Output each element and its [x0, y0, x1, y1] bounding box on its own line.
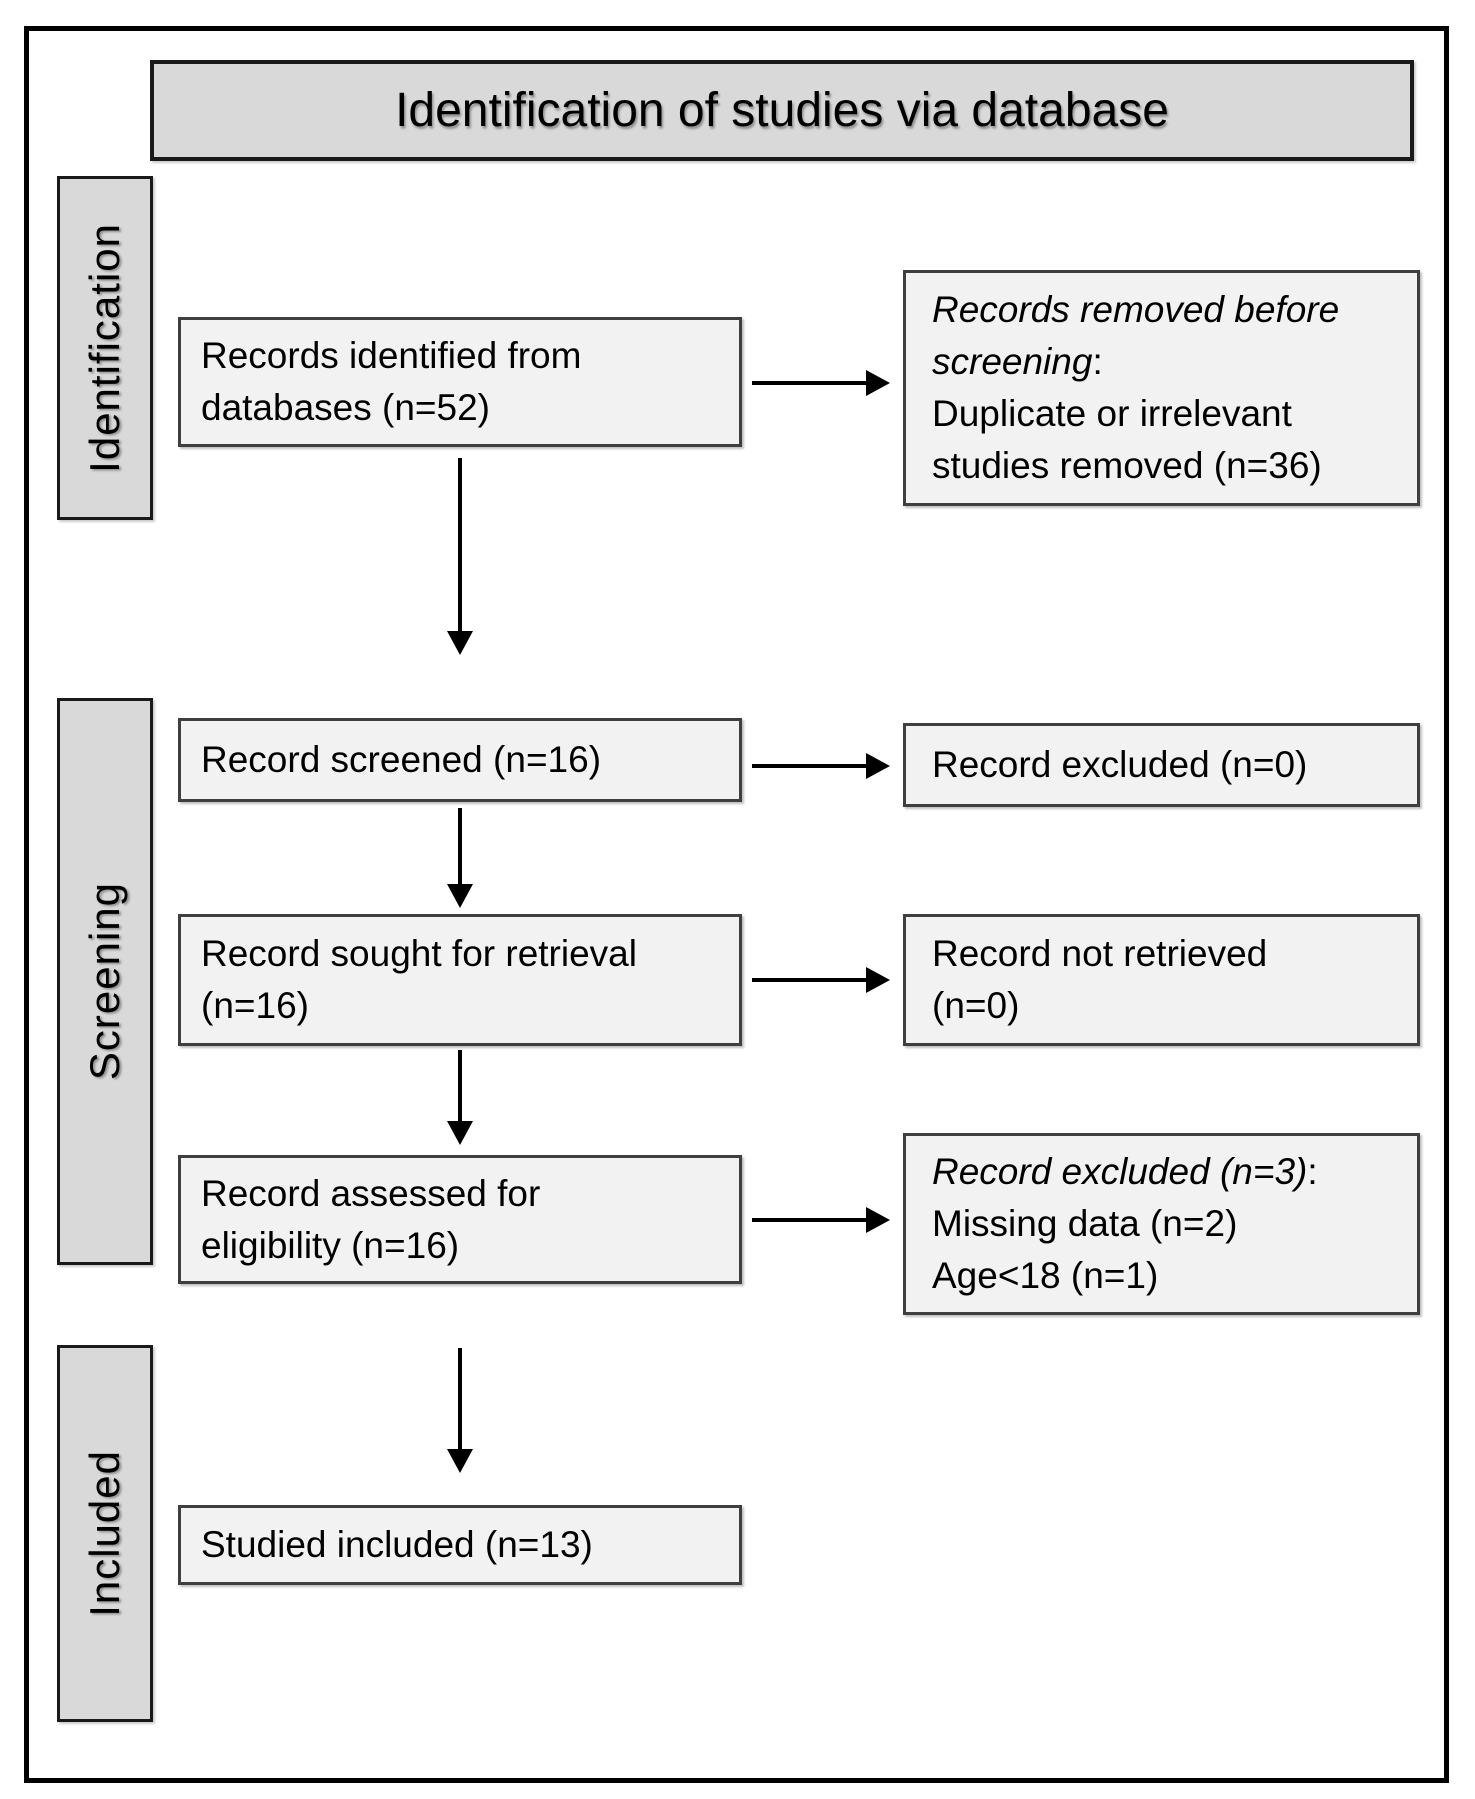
box-records-removed-text: Records removed before screening: Duplic…	[932, 289, 1340, 486]
arrow-right-icon	[752, 369, 890, 397]
arrow-right-icon	[752, 752, 890, 780]
box-records-excluded-eligibility: Record excluded (n=3): Missing data (n=2…	[903, 1133, 1420, 1315]
stage-band-screening: Screening	[57, 698, 153, 1265]
outer-border	[24, 26, 1449, 1783]
arrow-down-icon	[446, 458, 474, 655]
box-records-identified-text: Records identified from databases (n=52)	[201, 335, 582, 428]
arrow-right-icon	[752, 966, 890, 994]
stage-band-identification: Identification	[57, 176, 153, 520]
box-records-excluded-screening-text: Record excluded (n=0)	[932, 744, 1308, 785]
diagram-title-text: Identification of studies via database	[395, 84, 1169, 137]
box-records-removed-before-screening: Records removed before screening: Duplic…	[903, 270, 1420, 506]
box-records-sought: Record sought for retrieval (n=16)	[178, 914, 742, 1046]
box-records-assessed: Record assessed for eligibility (n=16)	[178, 1155, 742, 1284]
box-studies-included-text: Studied included (n=13)	[201, 1524, 593, 1565]
box-studies-included: Studied included (n=13)	[178, 1505, 742, 1585]
arrow-down-icon	[446, 1050, 474, 1145]
box-records-screened-text: Record screened (n=16)	[201, 739, 602, 780]
box-records-excluded-screening: Record excluded (n=0)	[903, 723, 1420, 807]
box-records-identified: Records identified from databases (n=52)	[178, 317, 742, 447]
stage-label-identification: Identification	[81, 223, 128, 473]
box-records-sought-text: Record sought for retrieval (n=16)	[201, 933, 637, 1026]
stage-band-included: Included	[57, 1345, 153, 1722]
box-records-excluded-eligibility-text: Record excluded (n=3): Missing data (n=2…	[932, 1151, 1318, 1296]
stage-label-screening: Screening	[81, 882, 128, 1081]
box-records-assessed-text: Record assessed for eligibility (n=16)	[201, 1172, 541, 1266]
box-records-not-retrieved-text: Record not retrieved (n=0)	[932, 933, 1268, 1026]
arrow-down-icon	[446, 808, 474, 908]
stage-label-included: Included	[81, 1450, 128, 1617]
arrow-right-icon	[752, 1206, 890, 1234]
diagram-title: Identification of studies via database	[150, 60, 1414, 161]
arrow-down-icon	[446, 1348, 474, 1473]
box-records-not-retrieved: Record not retrieved (n=0)	[903, 914, 1420, 1046]
box-records-screened: Record screened (n=16)	[178, 718, 742, 802]
